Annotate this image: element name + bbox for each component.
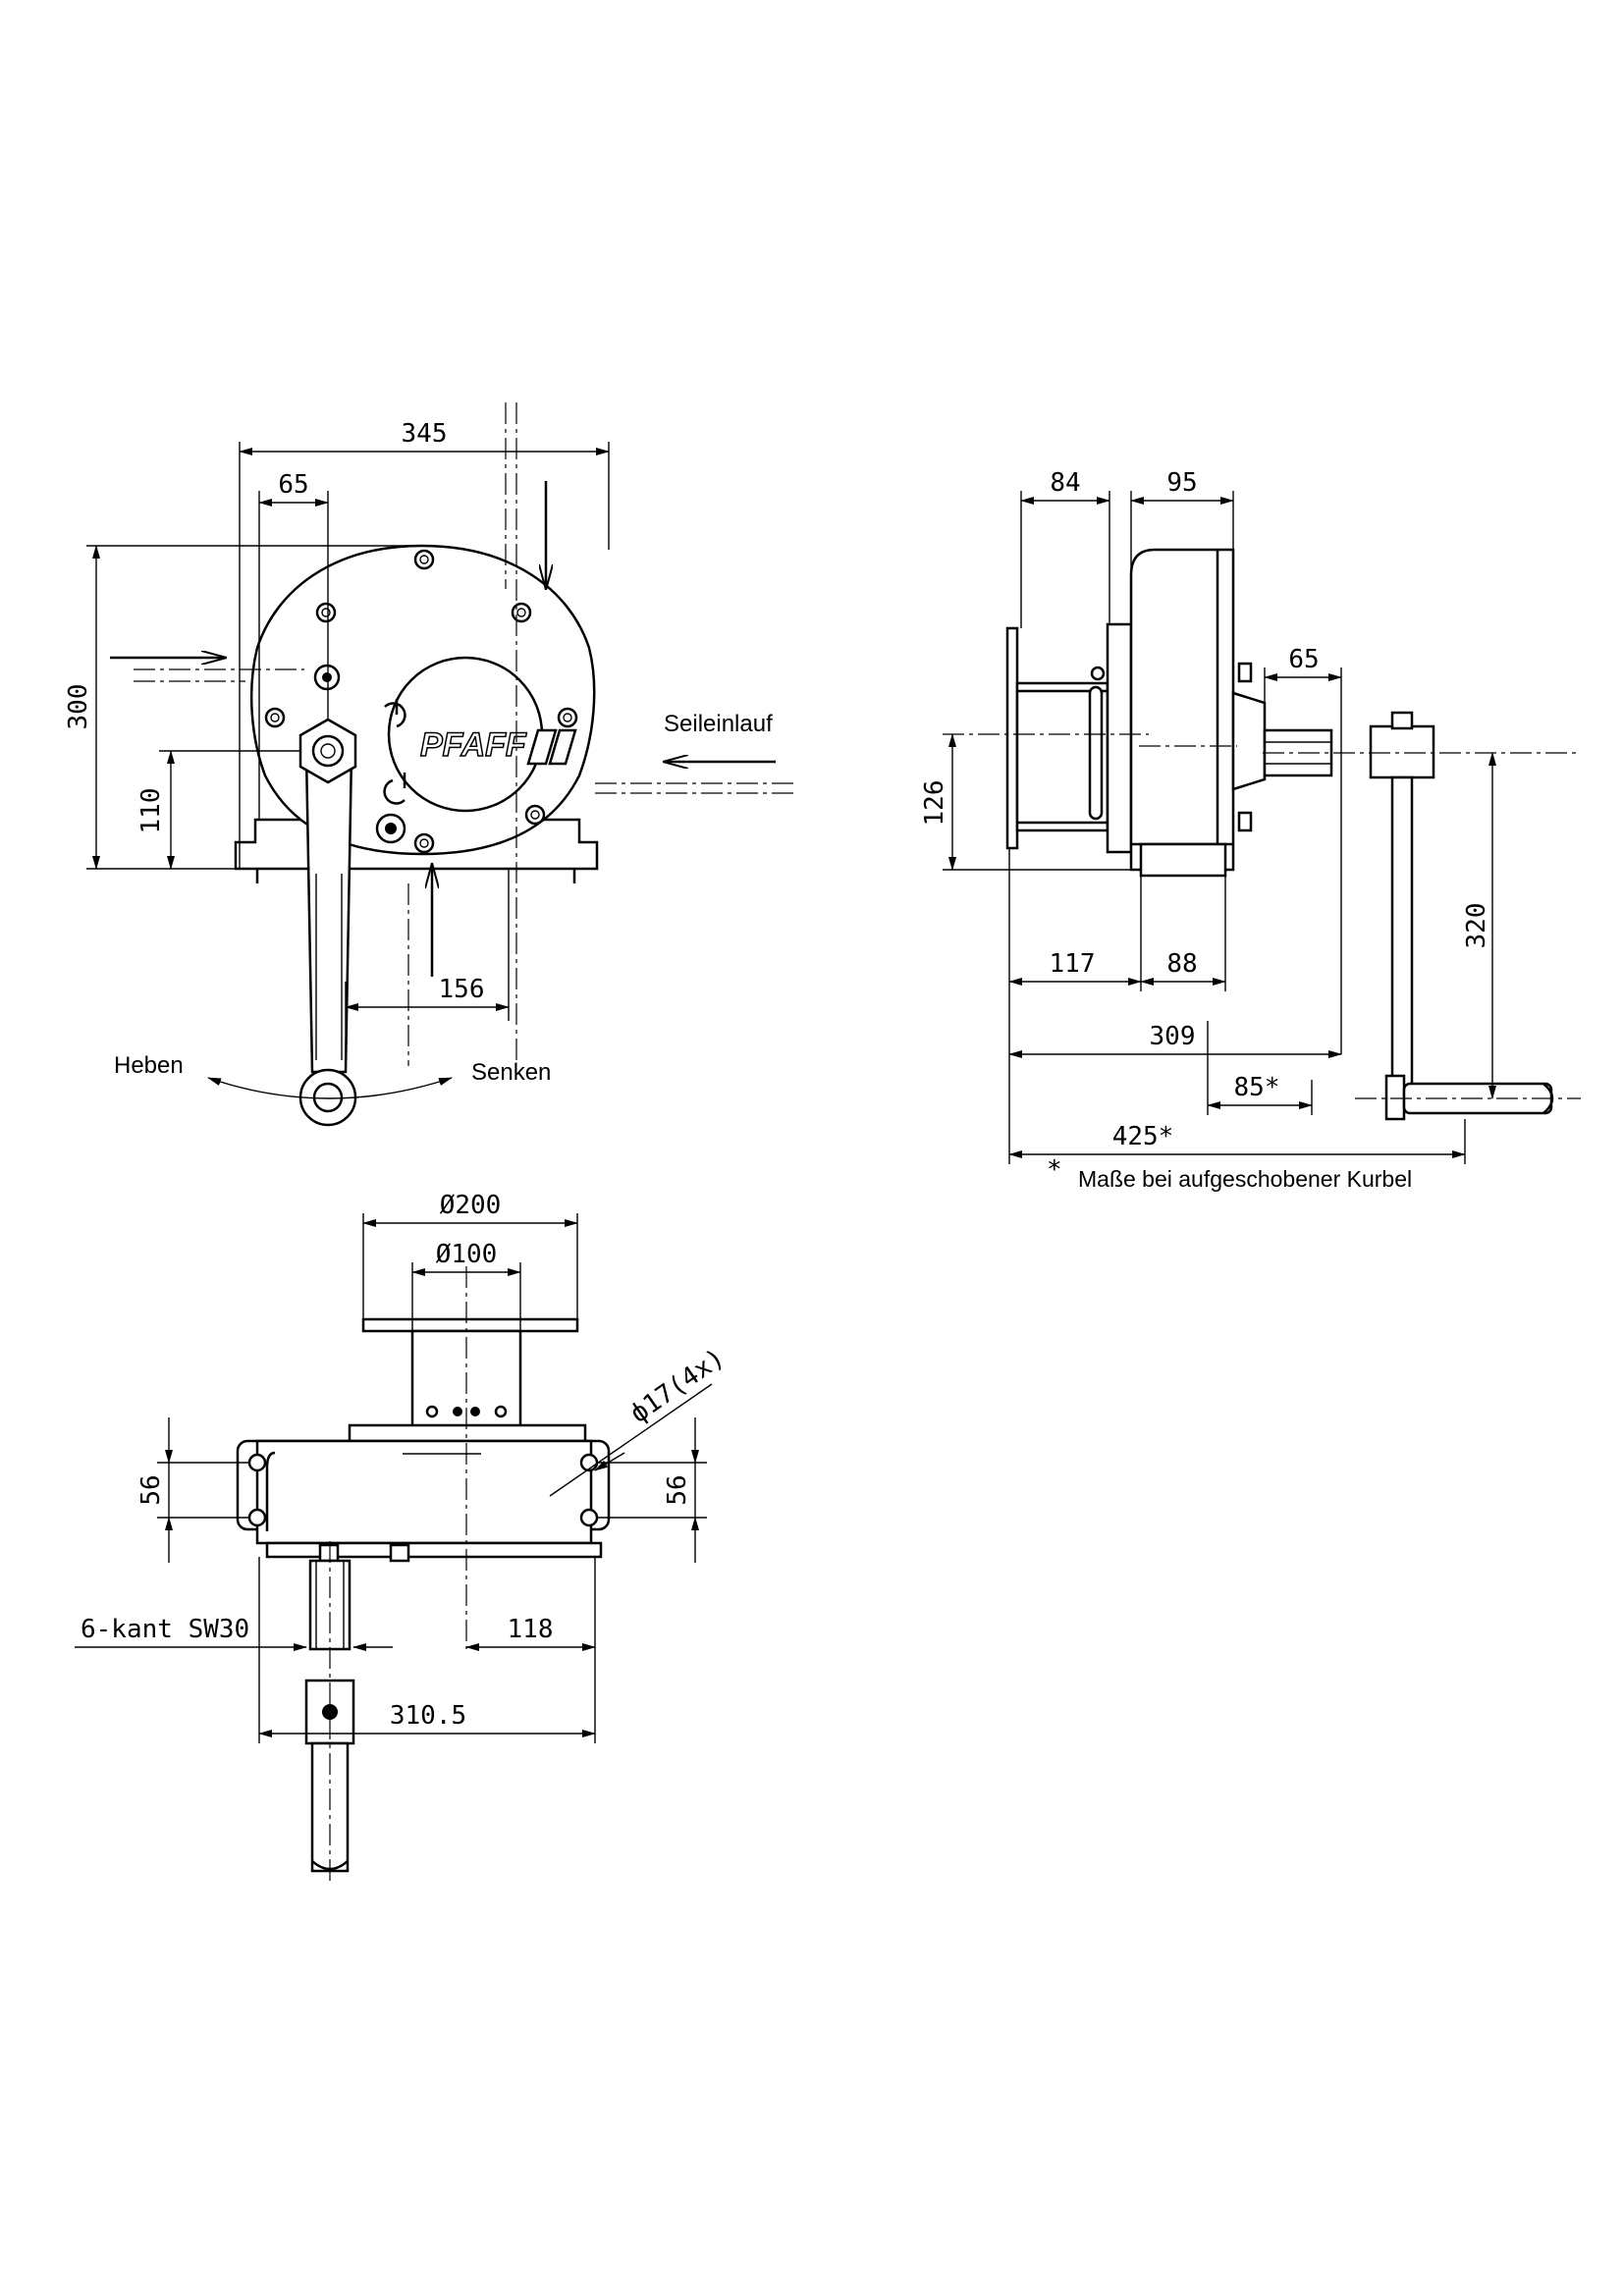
housing-bolts xyxy=(264,549,578,854)
svg-text:425*: 425* xyxy=(1112,1122,1174,1151)
svg-text:310.5: 310.5 xyxy=(390,1701,466,1731)
svg-text:88: 88 xyxy=(1166,949,1197,979)
svg-text:345: 345 xyxy=(402,419,448,449)
lower-label: Senken xyxy=(471,1059,551,1086)
lift-label: Heben xyxy=(114,1052,184,1079)
svg-text:56: 56 xyxy=(663,1474,692,1505)
brand-logo: PFAFF xyxy=(419,725,577,766)
svg-text:ф17(4x): ф17(4x) xyxy=(625,1343,730,1428)
svg-text:117: 117 xyxy=(1050,949,1096,979)
dim-309: 309 xyxy=(1008,1022,1342,1058)
dim-65-side: 65 xyxy=(1264,645,1342,1054)
dim-320: 320 xyxy=(1462,752,1496,1099)
dim-118: 118 xyxy=(465,1557,596,1743)
svg-text:95: 95 xyxy=(1166,468,1197,498)
dim-425: 425* xyxy=(1008,1119,1466,1164)
dim-84: 84 xyxy=(1020,468,1110,628)
dim-56-left: 56 xyxy=(136,1417,249,1563)
dim-110: 110 xyxy=(136,750,300,870)
dim-95: 95 xyxy=(1130,468,1234,575)
dim-126: 126 xyxy=(920,733,1131,871)
dim-100: Ø100 xyxy=(411,1240,521,1331)
footnote-text: Maße bei aufgeschobener Kurbel xyxy=(1078,1166,1412,1192)
front-view: PFAFF 345 xyxy=(64,402,795,1127)
svg-text:126: 126 xyxy=(920,780,949,827)
dim-310: 310.5 xyxy=(258,1557,596,1743)
crank-side xyxy=(1369,711,1554,1121)
dim-345: 345 xyxy=(239,419,610,869)
dim-200: Ø200 xyxy=(362,1191,578,1319)
dim-117-88: 117 88 xyxy=(1008,848,1226,1164)
svg-text:PFAFF: PFAFF xyxy=(420,726,527,764)
dim-hex: 6-kant SW30 xyxy=(75,1615,393,1651)
dim-56-right: 56 xyxy=(597,1417,707,1563)
svg-text:118: 118 xyxy=(508,1615,554,1644)
rope-entry-label: Seileinlauf xyxy=(664,711,773,737)
svg-text:156: 156 xyxy=(439,975,485,1004)
svg-text:65: 65 xyxy=(278,470,308,500)
top-view: Ø200 Ø100 ф17(4x) 56 56 xyxy=(75,1191,730,1885)
side-view: 84 95 65 126 320 117 88 xyxy=(920,468,1581,1192)
dim-156: 156 xyxy=(345,869,510,1072)
footnote-star: * xyxy=(1047,1155,1062,1185)
svg-text:84: 84 xyxy=(1050,468,1080,498)
svg-text:309: 309 xyxy=(1150,1022,1196,1051)
svg-text:300: 300 xyxy=(64,684,93,730)
crank-handle xyxy=(298,718,357,1127)
svg-text:Ø200: Ø200 xyxy=(440,1191,502,1220)
svg-text:65: 65 xyxy=(1288,645,1319,674)
dim-85: 85* xyxy=(1207,1021,1313,1115)
svg-text:Ø100: Ø100 xyxy=(436,1240,498,1269)
dim-300: 300 xyxy=(64,545,422,870)
svg-text:110: 110 xyxy=(136,788,166,834)
svg-text:85*: 85* xyxy=(1234,1073,1280,1102)
svg-text:6-kant SW30: 6-kant SW30 xyxy=(81,1615,249,1644)
dim-65-front: 65 xyxy=(258,470,329,820)
svg-text:320: 320 xyxy=(1462,903,1491,949)
svg-text:56: 56 xyxy=(136,1474,166,1505)
